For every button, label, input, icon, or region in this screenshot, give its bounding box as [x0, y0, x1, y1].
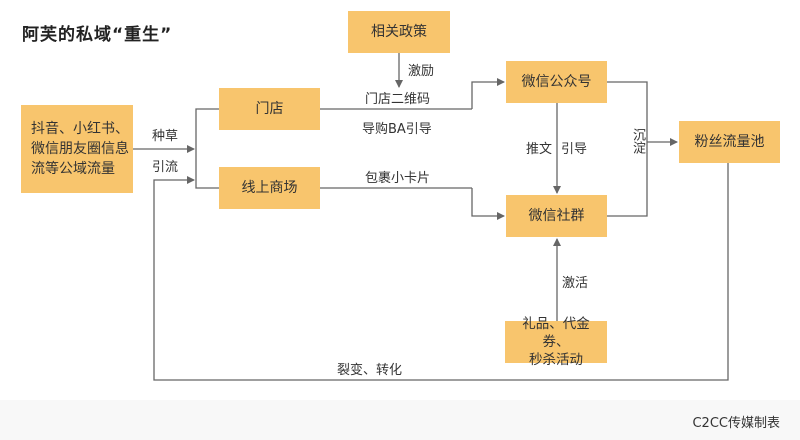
label-store-qr: 门店二维码 [365, 92, 431, 107]
label-package-card: 包裹小卡片 [365, 171, 431, 186]
label-guide: 引导 [561, 142, 588, 157]
diagram-title: 阿芙的私域“重生” [22, 25, 173, 45]
node-fan-pool-text: 粉丝流量池 [694, 134, 765, 150]
edge-to-official [471, 78, 505, 109]
label-push-article: 推文 [526, 142, 553, 157]
node-gifts: 礼品、代金券、 秒杀活动 [505, 316, 607, 368]
node-policy-text: 相关政策 [371, 24, 427, 40]
node-online-mall-text: 线上商场 [241, 180, 298, 196]
node-wechat-group: 微信社群 [506, 195, 607, 237]
node-wechat-official: 微信公众号 [506, 61, 607, 103]
edge-loopback [153, 163, 729, 381]
node-public-traffic-text: 抖音、小红书、 微信朋友圈信息 流等公域流量 [31, 121, 129, 177]
node-policy: 相关政策 [348, 11, 450, 53]
label-ba-guide: 导购BA引导 [362, 122, 432, 137]
label-settle: 沉淀 [630, 128, 645, 154]
edge-to-group [471, 188, 505, 220]
edge-settle-bracket [607, 81, 648, 217]
node-fan-pool: 粉丝流量池 [679, 121, 780, 163]
node-wechat-group-text: 微信社群 [528, 208, 585, 224]
node-gifts-text: 礼品、代金券、 秒杀活动 [522, 316, 590, 368]
label-diversion: 引流 [152, 160, 179, 175]
node-store-text: 门店 [255, 101, 284, 117]
node-public-traffic: 抖音、小红书、 微信朋友圈信息 流等公域流量 [21, 105, 133, 193]
label-fission: 裂变、转化 [337, 363, 403, 378]
node-online-mall: 线上商场 [219, 167, 320, 209]
label-incentive: 激励 [408, 64, 435, 79]
footer-bar: C2CC传媒制表 [0, 400, 800, 440]
edge-junction-store [195, 108, 219, 189]
node-store: 门店 [219, 88, 320, 130]
label-seeding: 种草 [152, 129, 179, 144]
label-activate: 激活 [562, 276, 589, 291]
node-wechat-official-text: 微信公众号 [521, 74, 592, 90]
footer-credit: C2CC传媒制表 [692, 416, 780, 431]
